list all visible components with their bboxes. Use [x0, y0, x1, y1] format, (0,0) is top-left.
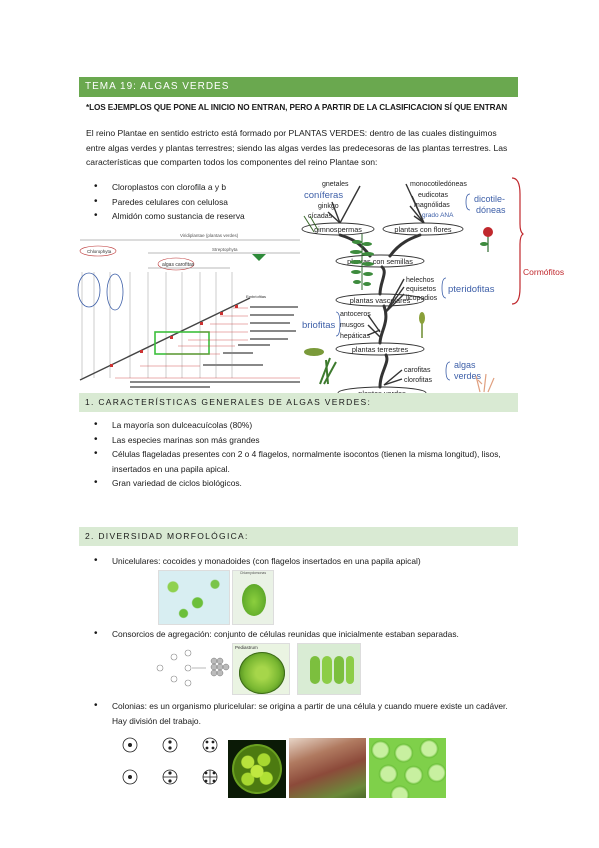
list-item: Gran variedad de ciclos biológicos. — [86, 476, 516, 491]
tree-ginkgo: ginkgo — [318, 203, 339, 210]
moss-illustration — [304, 312, 425, 356]
tree-algas: algas — [454, 360, 476, 370]
list-item: Cloroplastos con clorofila a y b — [86, 180, 326, 195]
fern-illustration — [350, 234, 374, 290]
tree-plantas-vasculares: plantas vasculares — [350, 296, 411, 305]
list-item-consorcios: Consorcios de agregación: conjunto de cé… — [86, 627, 526, 642]
tree-coniferas: coníferas — [304, 190, 343, 201]
section-2-header: 2. DIVERSIDAD MORFOLÓGICA: — [79, 527, 518, 546]
cladogram-streptophyta: Streptophyta — [212, 247, 238, 252]
tree-plantas-flores: plantas con flores — [394, 225, 452, 234]
tree-equisetos: equisetos — [406, 286, 436, 293]
hydrodictyon-net-image — [369, 738, 446, 798]
tree-plantas-semillas: plantas con semillas — [347, 257, 413, 266]
list-item: Células flageladas presentes con 2 o 4 f… — [86, 447, 516, 476]
cell-division-diagram — [122, 737, 218, 785]
cladogram-top-label: Viridiplantae (plantas verdes) — [180, 233, 239, 238]
tree-eudicotas: eudicotas — [418, 192, 448, 199]
scenedesmus-image — [297, 643, 361, 695]
list-item: Paredes celulares con celulosa — [86, 195, 326, 210]
volvox-colony-image — [228, 740, 286, 798]
list-item-colonias: Colonias: es un organismo pluricelular: … — [86, 699, 516, 728]
section-1-list: La mayoría son dulceacuícolas (80%) Las … — [86, 418, 516, 491]
page-title: TEMA 19: ALGAS VERDES — [79, 77, 518, 97]
shared-traits-list: Cloroplastos con clorofila a y b Paredes… — [86, 180, 326, 224]
tree-verdes: verdes — [454, 371, 482, 381]
cladogram-chlorophyta: Chlorophyta — [87, 249, 112, 254]
cladogram-figure: Viridiplantae (plantas verdes) Streptoph… — [77, 233, 300, 388]
algae-illustration — [319, 357, 495, 393]
tree-musgos: musgos — [340, 322, 365, 329]
tree-grado-ana: grado ANA — [422, 212, 454, 219]
svg-text:dóneas: dóneas — [476, 205, 506, 215]
cladogram-embryophyta: Embriofitas — [246, 294, 266, 299]
plant-evolution-tree: gnetales coníferas ginkgo cícadas monoco… — [301, 181, 506, 400]
cormofitos-label: Cormófitos — [523, 267, 565, 277]
coccoid-cells-image — [158, 570, 230, 625]
tree-plantas-terrestres: plantas terrestres — [352, 345, 409, 354]
list-item: La mayoría son dulceacuícolas (80%) — [86, 418, 516, 433]
tree-monocot: monocotiledóneas — [410, 181, 467, 188]
flower-illustration — [480, 227, 493, 252]
tree-gnetales: gnetales — [322, 181, 349, 188]
cladogram-algas-carofitas: algas carofitas — [162, 262, 195, 268]
exam-note: *LOS EJEMPLOS QUE PONE AL INICIO NO ENTR… — [86, 103, 508, 112]
aggregation-diagram — [156, 649, 230, 687]
tree-briofitas: briofitas — [302, 320, 336, 331]
tree-cicadas: cícadas — [308, 213, 333, 220]
tree-dicot: dicotile- — [474, 194, 505, 204]
cormofitos-bracket — [511, 177, 524, 305]
tree-pteridofitas: pteridofitas — [448, 284, 495, 295]
list-item-unicelulares: Unicelulares: cocoides y monadoides (con… — [86, 554, 516, 569]
tree-helechos: helechos — [406, 277, 435, 284]
tree-hepaticas: hepáticas — [340, 333, 370, 340]
list-item: Almidón como sustancia de reserva — [86, 209, 326, 224]
tree-magnolidas: magnólidas — [414, 202, 450, 209]
tree-gimnospermas: gimnospermas — [314, 225, 362, 234]
list-item: Las especies marinas son más grandes — [86, 433, 516, 448]
chlamydomonas-image: Chlamydomonas — [232, 570, 274, 625]
tree-carofitas: carofitas — [404, 367, 431, 374]
pine-illustration — [303, 215, 319, 233]
intro-paragraph: El reino Plantae en sentido estricto est… — [86, 128, 508, 167]
tree-clorofitas: clorofitas — [404, 377, 433, 384]
pediastrum-image: Pediastrum — [232, 643, 290, 695]
section-1-header: 1. CARACTERÍSTICAS GENERALES DE ALGAS VE… — [79, 393, 518, 412]
tree-antoceros: antoceros — [340, 311, 371, 318]
seaweed-thallus-image — [289, 738, 366, 798]
tree-licopodios: licopodios — [406, 295, 438, 302]
